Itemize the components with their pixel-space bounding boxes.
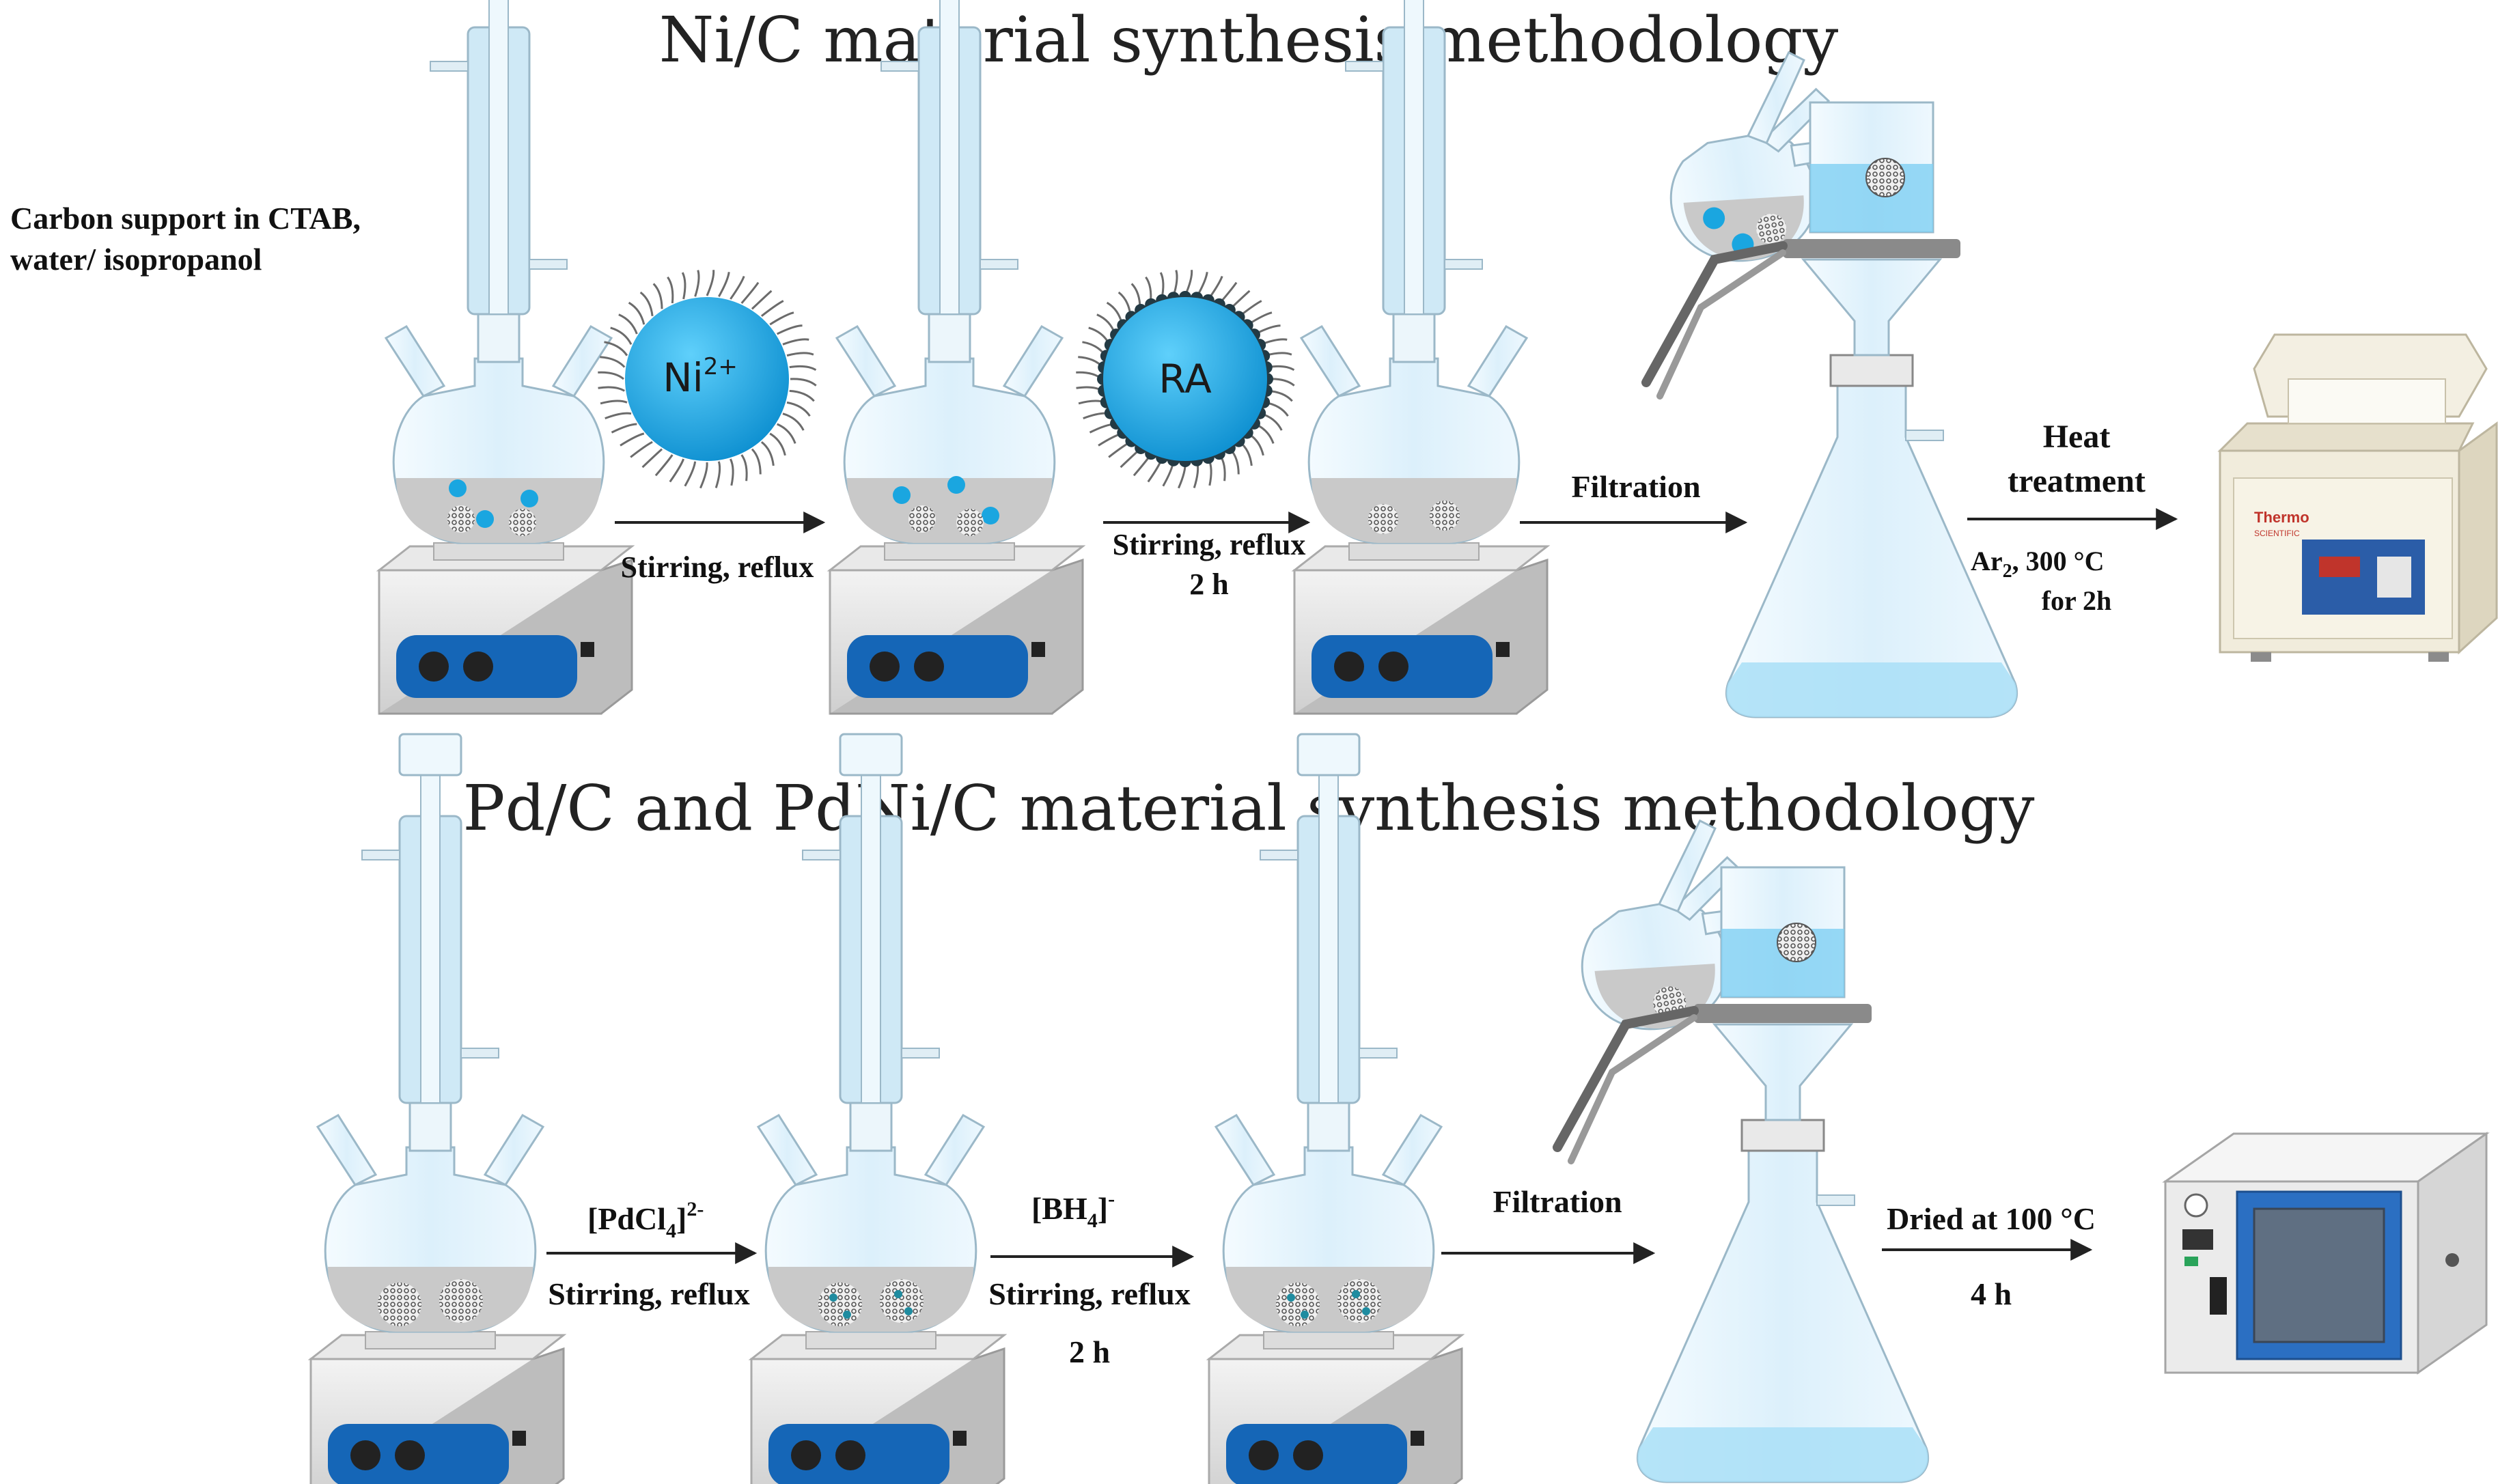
start-label-line2: water/ isopropanol <box>10 242 262 277</box>
start-label-line1: Carbon support in CTAB, <box>10 201 361 236</box>
reflux-setup-3 <box>1293 0 1549 715</box>
reagent-pdcl4: [PdCl4]2- <box>587 1198 704 1242</box>
top-step2-label-line2: 2 h <box>1189 568 1228 601</box>
furnace-brand-line2: SCIENTIFIC <box>2254 529 2300 538</box>
reflux-setup-6 <box>1208 733 1463 1484</box>
title-pd-c: Pd/C and PdNi/C material synthesis metho… <box>463 772 2035 845</box>
reflux-setup-1 <box>378 0 633 715</box>
bottom-step1-label: Stirring, reflux <box>548 1276 750 1311</box>
heat-label-line2: treatment <box>2008 463 2146 499</box>
top-step2-label-line1: Stirring, reflux <box>1113 528 1306 561</box>
reflux-setup-5 <box>750 733 1005 1484</box>
reflux-setup-4 <box>309 733 565 1484</box>
heat-condition-line2: for 2h <box>2042 585 2112 616</box>
reflux-setup-2 <box>829 0 1084 715</box>
top-filtration-label: Filtration <box>1571 469 1700 504</box>
drying-oven <box>2162 1132 2490 1375</box>
tube-furnace: Thermo SCIENTIFIC <box>2217 333 2498 662</box>
top-step1-label: Stirring, reflux <box>621 550 814 584</box>
bottom-filtration-label: Filtration <box>1493 1184 1622 1219</box>
bottom-step2-label-line2: 2 h <box>1069 1334 1110 1369</box>
heat-condition-line1: Ar2, 300 °C <box>1971 546 2105 582</box>
furnace-brand-line1: Thermo <box>2254 509 2309 526</box>
bottom-step2-label-line1: Stirring, reflux <box>988 1276 1191 1311</box>
reagent-bh4: [BH4]- <box>1031 1188 1115 1232</box>
pouring-flask-top <box>1648 40 1885 273</box>
dried-time-label: 4 h <box>1971 1276 2012 1311</box>
heat-label-line1: Heat <box>2043 419 2111 455</box>
micelle-ra-text: RA <box>1158 356 1212 402</box>
micelle-ni-text: Ni2+ <box>663 353 738 401</box>
title-ni-c: Ni/C material synthesis methodology <box>659 3 1838 76</box>
micelle-ra: RA <box>1076 270 1295 489</box>
dried-label: Dried at 100 °C <box>1887 1201 2096 1236</box>
micelle-ni: Ni2+ <box>598 270 817 489</box>
